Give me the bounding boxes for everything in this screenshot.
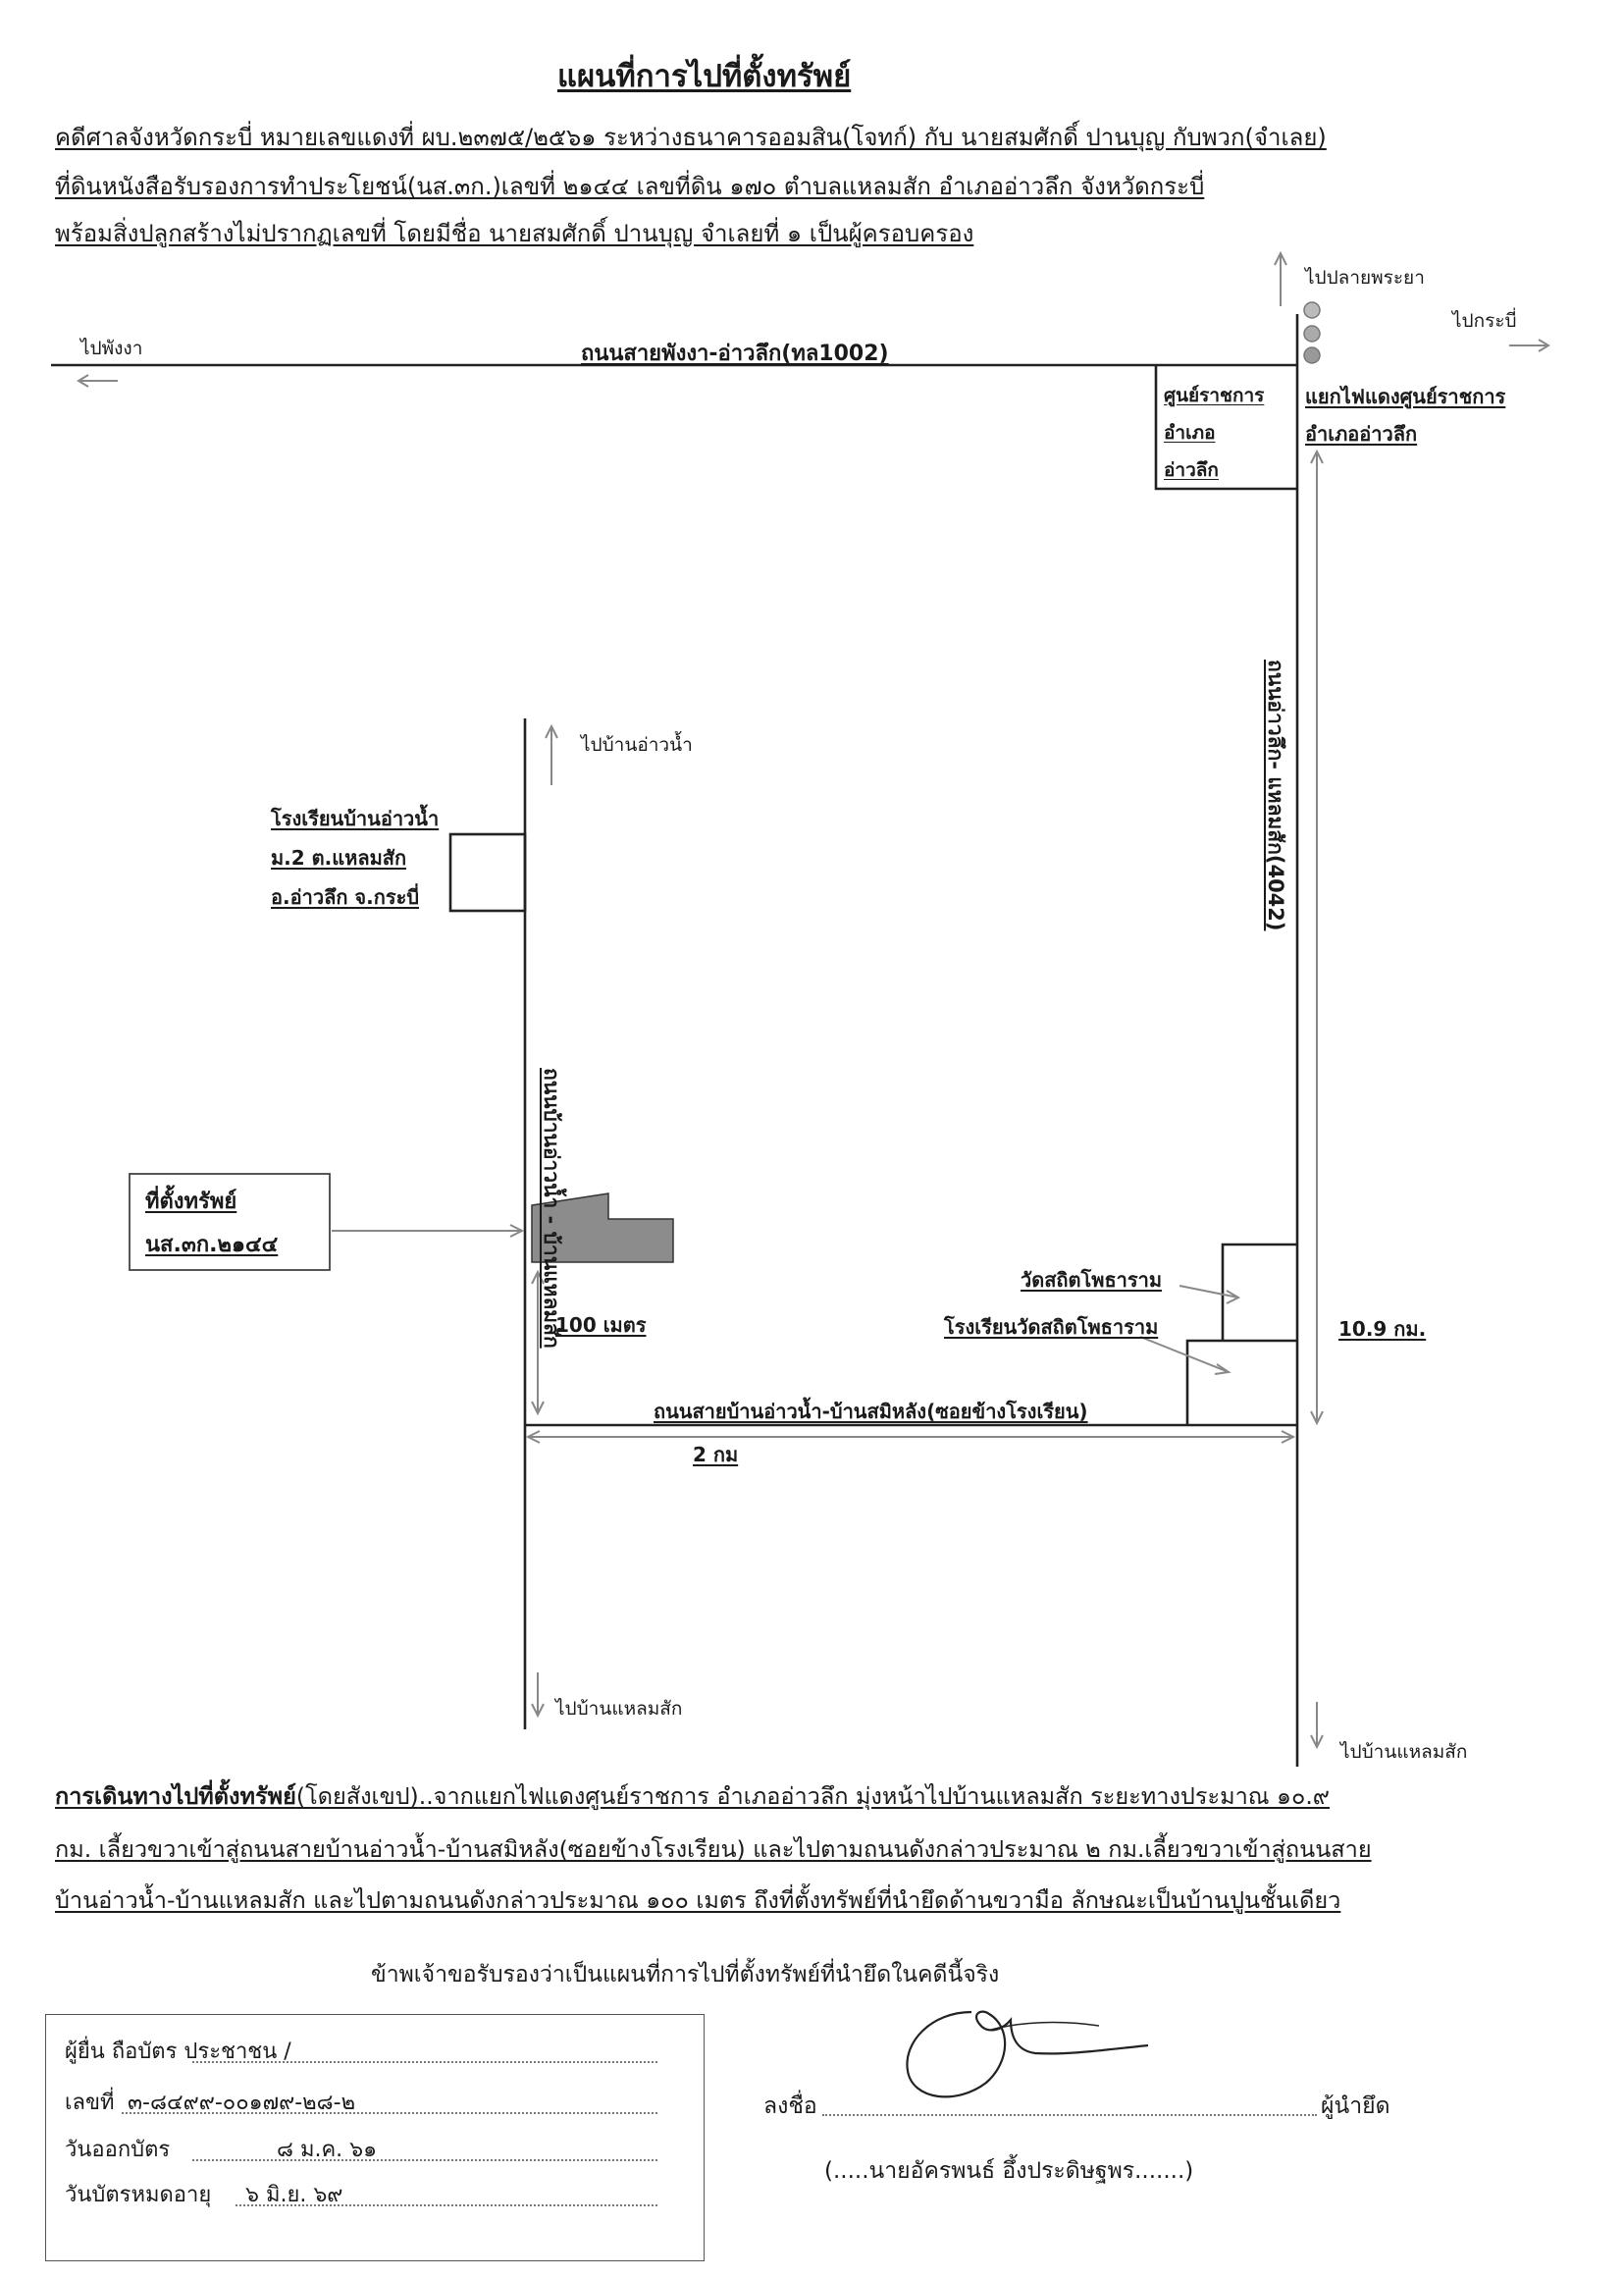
arrow-down-icon: [1310, 1702, 1324, 1750]
property-label-2: นส.๓ก.๒๑๔๔: [145, 1233, 279, 1257]
directions-heading-suffix: (โดยสังเขป): [295, 1782, 419, 1810]
directions-line-2: กม. เลี้ยวขวาเข้าสู่ถนนสายบ้านอ่าวน้ำ-บ้…: [55, 1835, 1372, 1863]
header-line-land: ที่ดินหนังสือรับรองการทำประโยชน์(นส.๓ก.)…: [55, 173, 1205, 200]
property-building: [531, 1192, 674, 1263]
arrow-down-icon: [531, 1672, 545, 1719]
arrow-up-icon: [545, 723, 558, 785]
temple-school-pointer-arrow: [1139, 1336, 1231, 1375]
id-holder-line: [192, 2061, 657, 2063]
govt-center-label-1: ศูนย์ราชการ: [1164, 385, 1265, 406]
govt-center-label-3: อ่าวลึก: [1164, 459, 1219, 481]
to-phang-nga-label: ไปพังงา: [80, 338, 143, 359]
directions-text-1: ..จากแยกไฟแดงศูนย์ราชการ อำเภออ่าวลึก มุ…: [418, 1782, 1330, 1810]
directions-heading: การเดินทางไปที่ตั้งทรัพย์: [55, 1782, 296, 1810]
id-number-line: [122, 2112, 657, 2114]
sign-label: ลงชื่อ: [763, 2093, 817, 2119]
arrow-up-icon: [1274, 250, 1287, 306]
to-krabi-label: ไปกระบี่: [1452, 310, 1517, 332]
cross-road-label: ถนนสายบ้านอ่าวน้ำ-บ้านสมิหลัง(ซอยข้างโรง…: [654, 1400, 1088, 1423]
school-label-2: ม.2 ต.แหลมสัก: [271, 846, 407, 870]
directions-line-1: การเดินทางไปที่ตั้งทรัพย์(โดยสังเขป)..จา…: [55, 1778, 1330, 1815]
temple-label: วัดสถิตโพธาราม: [1021, 1268, 1163, 1292]
signature-mark: [906, 2010, 1149, 2098]
school-box: [448, 832, 527, 913]
temple-school-box: [1185, 1339, 1297, 1425]
arrow-left-icon: [77, 374, 118, 388]
header-line-building: พร้อมสิ่งปลูกสร้างไม่ปรากฏเลขที่ โดยมีชื…: [55, 220, 974, 247]
certification-text: ข้าพเจ้าขอรับรองว่าเป็นแผนที่การไปที่ตั้…: [371, 1962, 1000, 1987]
id-holder-label: ผู้ยื่น ถือบัตร ประชาชน /: [65, 2040, 291, 2064]
to-laem-sak-right-label: ไปบ้านแหลมสัก: [1340, 1741, 1468, 1763]
govt-center-label-2: อำเภอ: [1164, 422, 1216, 444]
id-number-value: ๓-๘๔๙๙-๐๐๑๗๙-๒๘-๒: [128, 2091, 356, 2115]
distance-10km-label: 10.9 กม.: [1338, 1317, 1427, 1341]
id-number-label: เลขที่: [65, 2091, 115, 2115]
id-expiry-line: [236, 2204, 657, 2206]
school-label-1: โรงเรียนบ้านอ่าวน้ำ: [271, 807, 440, 830]
signature-line: [822, 2114, 1317, 2116]
temple-school-label: โรงเรียนวัดสถิตโพธาราม: [944, 1315, 1159, 1339]
distance-100m-arrow: [531, 1269, 545, 1416]
route-map: [51, 250, 1550, 1767]
distance-10km-arrow: [1310, 449, 1324, 1426]
signature-role: ผู้นำยึด: [1321, 2093, 1390, 2119]
junction-label-1: แยกไฟแดงศูนย์ราชการ: [1305, 385, 1506, 408]
id-issue-value: ๘ ม.ค. ๖๑: [277, 2138, 378, 2162]
to-laem-sak-left-label: ไปบ้านแหลมสัก: [555, 1698, 683, 1720]
property-pointer-arrow: [332, 1224, 525, 1238]
header-line-case: คดีศาลจังหวัดกระบี่ หมายเลขแดงที่ ผบ.๒๓๗…: [55, 124, 1327, 151]
id-issue-line: [192, 2159, 657, 2161]
directions-line-3: บ้านอ่าวน้ำ-บ้านแหลมสัก และไปตามถนนดังกล…: [55, 1886, 1341, 1914]
property-label-1: ที่ตั้งทรัพย์: [145, 1190, 237, 1214]
main-road-label: ถนนสายพังงา-อ่าวลึก(ทล1002): [581, 342, 889, 366]
school-label-3: อ.อ่าวลึก จ.กระบี่: [271, 885, 420, 909]
page-title: แผนที่การไปที่ตั้งทรัพย์: [557, 59, 852, 94]
govt-center-box: [1154, 365, 1297, 491]
signer-name: (.....นายอัครพนธ์ อึ้งประดิษฐพร.......): [824, 2158, 1194, 2184]
junction-label-2: อำเภออ่าวลึก: [1305, 422, 1418, 446]
id-expiry-label: วันบัตรหมดอายุ: [65, 2183, 212, 2207]
traffic-light-icon: [1303, 301, 1321, 364]
to-plai-phraya-label: ไปปลายพระยา: [1305, 267, 1425, 289]
arrow-right-icon: [1509, 339, 1550, 352]
temple-box: [1221, 1243, 1297, 1341]
distance-100m-label: 100 เมตร: [555, 1313, 647, 1337]
property-label-box: [129, 1173, 331, 1271]
right-road-label: ถนนอ่าวลึก- แหลมสัก(4042): [1264, 660, 1287, 931]
distance-2km-label: 2 กม: [693, 1443, 739, 1466]
id-issue-label: วันออกบัตร: [65, 2138, 171, 2162]
to-ban-ao-nam-label: ไปบ้านอ่าวน้ำ: [581, 734, 693, 756]
distance-2km-arrow: [525, 1430, 1296, 1444]
temple-pointer-arrow: [1179, 1285, 1241, 1304]
id-expiry-value: ๖ มิ.ย. ๖๙: [245, 2183, 343, 2207]
id-card-box: [45, 2014, 705, 2261]
